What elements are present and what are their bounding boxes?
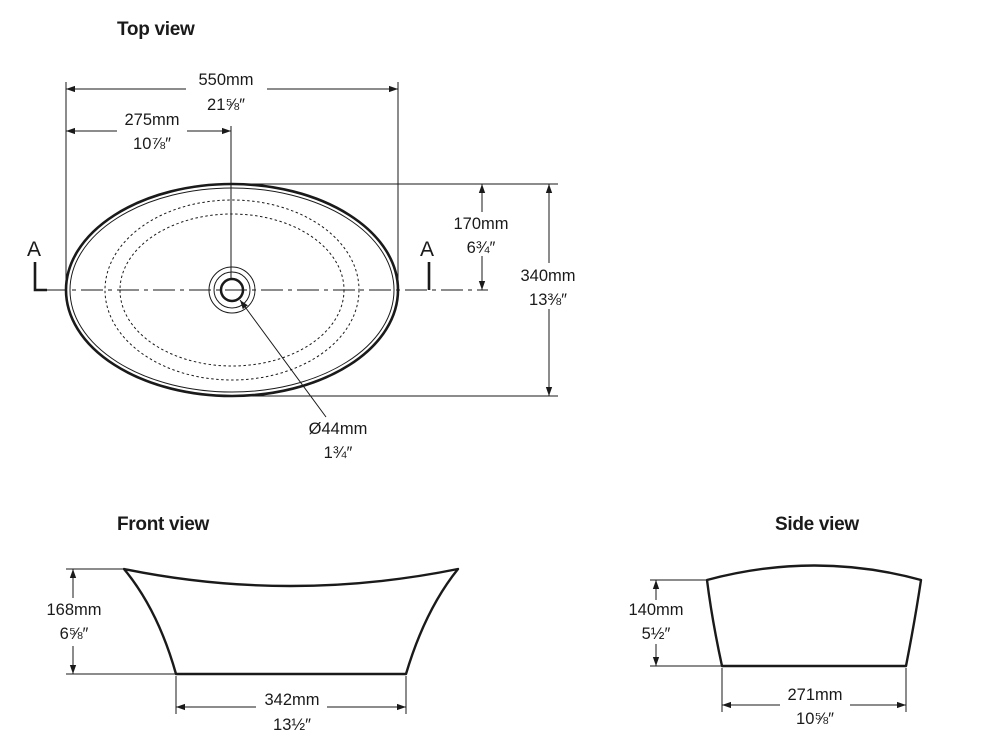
dim-front-base-mm: 342mm [264, 691, 319, 709]
dim-overall-width-in: 21⅝″ [207, 96, 245, 114]
side-profile-outline [705, 564, 923, 668]
dim-front-base-in: 13½″ [273, 716, 311, 734]
dim-half-width-mm: 275mm [124, 111, 179, 129]
top-view: Top view A A 550mm [27, 19, 576, 462]
drain-leader-line [239, 299, 327, 418]
basin-inner-rim [69, 187, 395, 393]
side-view-title: Side view [775, 514, 859, 535]
dim-half-width-in: 10⅞″ [133, 135, 171, 153]
dim-side-base-mm: 271mm [787, 686, 842, 704]
dim-front-height-in: 6⅝″ [60, 625, 89, 643]
dim-side-height-mm: 140mm [628, 601, 683, 619]
section-marker-left: A [27, 238, 47, 292]
dim-drain-in: 1¾″ [324, 444, 353, 462]
section-marker-right: A [420, 238, 434, 290]
dim-half-depth-mm: 170mm [453, 215, 508, 233]
dim-side-height-in: 5½″ [642, 625, 671, 643]
side-view: Side view 140mm 5½″ 271mm 10⅝″ [628, 514, 923, 728]
dim-depth-in: 13⅜″ [529, 291, 567, 309]
section-label-left: A [27, 238, 41, 261]
front-view: Front view 168mm 6⅝″ 342mm 13½″ [46, 514, 460, 734]
front-view-title: Front view [117, 514, 210, 535]
dim-drain-mm: Ø44mm [309, 420, 368, 438]
bowl-contour-outer [104, 199, 360, 381]
dim-depth-mm: 340mm [520, 267, 575, 285]
section-label-right: A [420, 238, 434, 261]
top-view-title: Top view [117, 19, 195, 40]
dim-overall-width-mm: 550mm [198, 71, 253, 89]
dim-half-depth-in: 6¾″ [467, 239, 496, 257]
dim-front-height-mm: 168mm [46, 601, 101, 619]
front-profile-outline [122, 567, 460, 676]
dim-side-base-in: 10⅝″ [796, 710, 834, 728]
